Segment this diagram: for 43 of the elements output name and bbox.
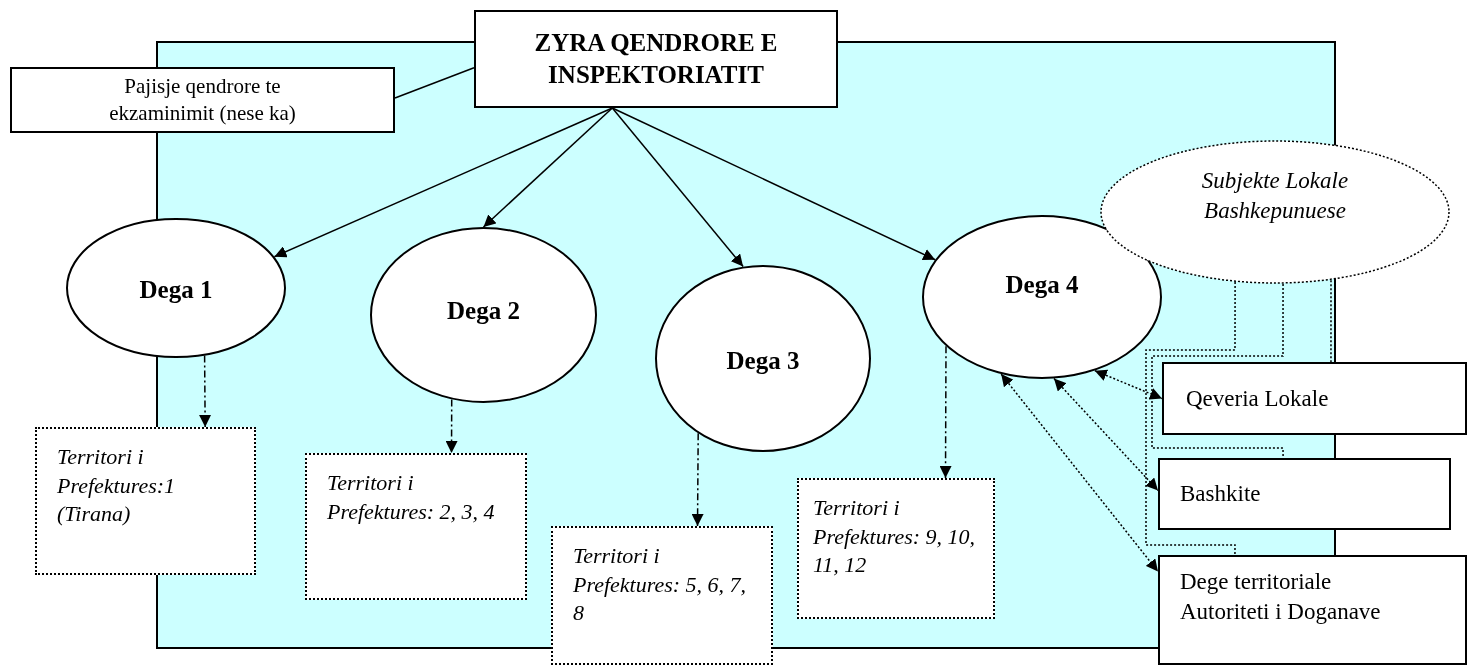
ellipse-node — [370, 227, 597, 403]
dotted-line — [1151, 283, 1284, 459]
node-label: Pajisje qendrore te ekzaminimit (nese ka) — [108, 72, 297, 127]
node-label: Territori i Prefektures: 2, 3, 4 — [327, 469, 496, 526]
text-box — [1158, 458, 1451, 530]
node-label: Dega 3 — [725, 346, 801, 376]
double-arrow — [1053, 377, 1159, 492]
dotted-box — [551, 526, 773, 665]
double-arrow — [1000, 373, 1159, 573]
ellipse-node — [1100, 140, 1450, 284]
node-label: Qeveria Lokale — [1186, 384, 1330, 413]
node-label: ZYRA QENDRORE E INSPEKTORIATIT — [533, 27, 779, 90]
leader-line — [394, 67, 475, 99]
arrow — [611, 107, 744, 268]
text-box — [474, 10, 838, 108]
dotted-line — [1330, 279, 1332, 363]
dotted-box — [35, 427, 256, 575]
arrow — [273, 107, 614, 258]
node-label: Subjekte Lokale Bashkepunuese — [1200, 167, 1350, 225]
dotted-box — [305, 453, 527, 600]
text-box — [1162, 362, 1467, 435]
arrow — [611, 107, 936, 261]
node-label: Bashkite — [1180, 480, 1262, 509]
arrow — [482, 107, 614, 228]
dotted-box — [797, 478, 995, 619]
ellipse-node — [66, 218, 286, 358]
arrow — [691, 432, 704, 527]
ellipse-node — [922, 215, 1162, 379]
dotted-line — [1145, 281, 1236, 556]
node-label: Territori i Prefektures: 9, 10, 11, 12 — [813, 494, 977, 580]
text-box — [1158, 555, 1467, 665]
text-box — [10, 67, 395, 133]
node-label: Dega 2 — [446, 296, 521, 326]
double-arrow — [1094, 369, 1163, 400]
arrow — [445, 398, 458, 454]
arrow — [199, 354, 212, 428]
node-label: Dege territoriale Autoriteti i Doganave — [1180, 568, 1382, 626]
arrow — [939, 345, 952, 479]
node-label: Dega 1 — [138, 275, 214, 305]
node-label: Territori i Prefektures: 5, 6, 7, 8 — [573, 542, 748, 628]
ellipse-node — [655, 265, 871, 452]
node-label: Territori i Prefektures:1 (Tirana) — [57, 443, 177, 529]
node-label: Dega 4 — [1004, 270, 1080, 300]
